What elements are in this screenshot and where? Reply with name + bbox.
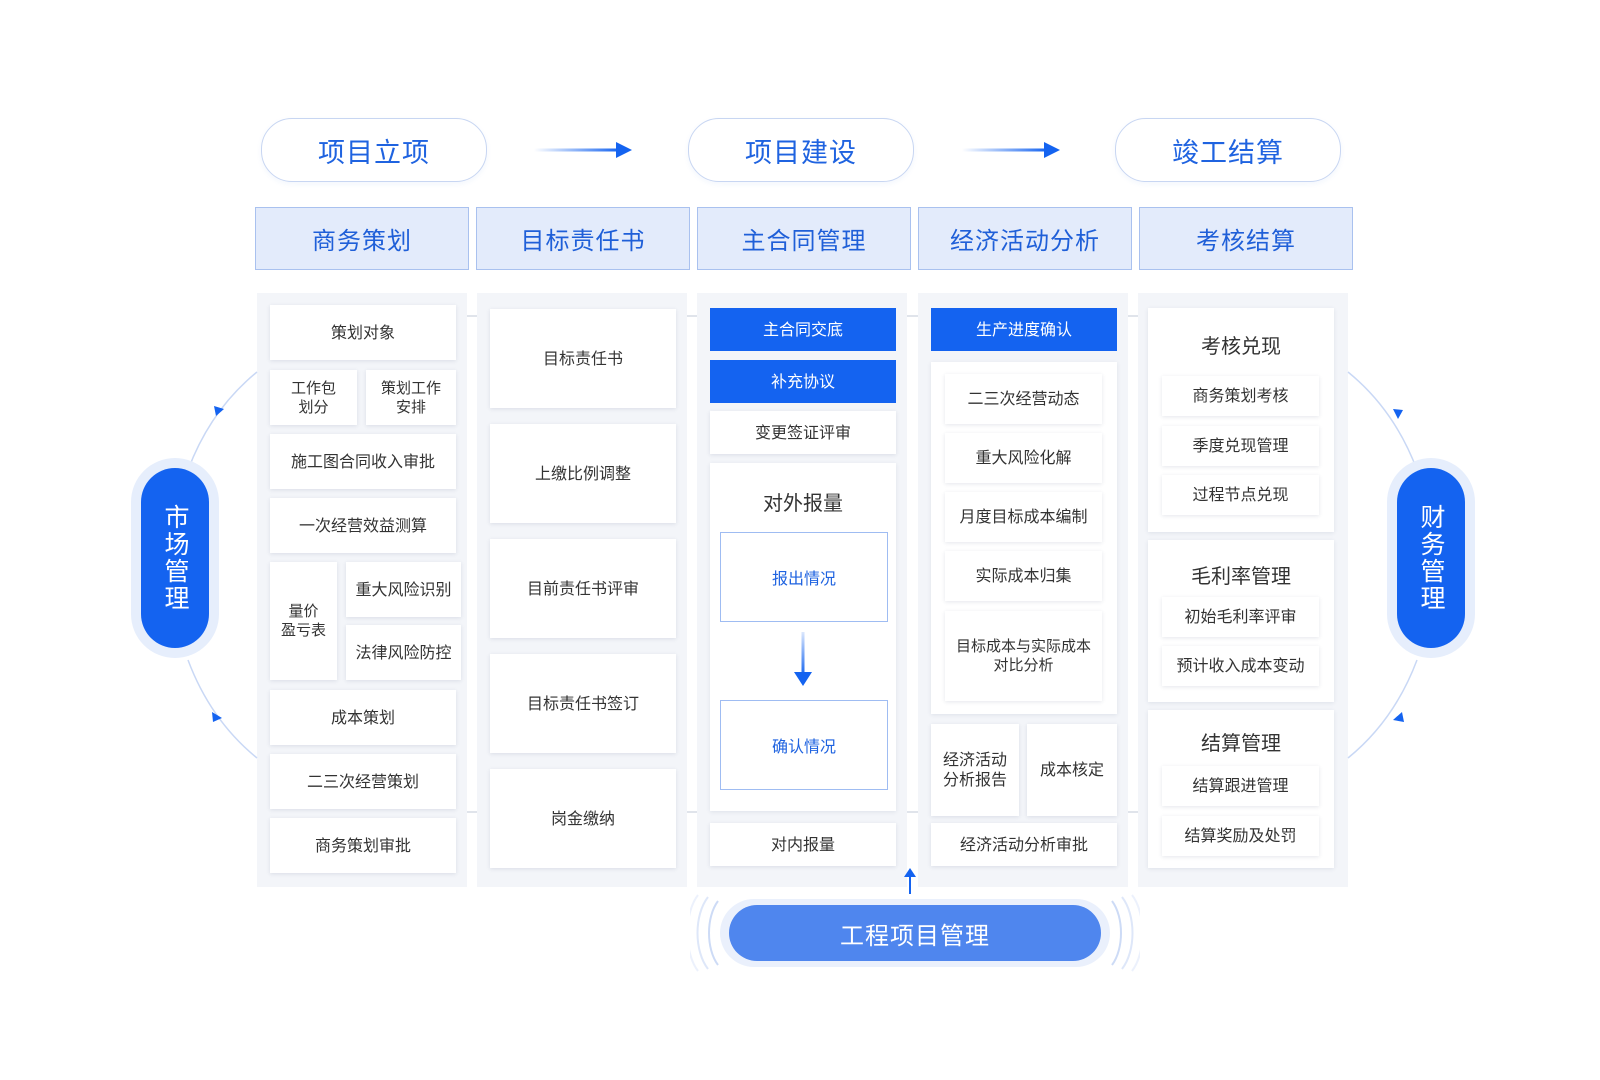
phase-project-initiation: 项目立项 xyxy=(261,118,487,182)
item-report-confirmed: 确认情况 xyxy=(720,700,888,790)
header-target-responsibility: 目标责任书 xyxy=(476,207,690,270)
item-secondary-planning: 二三次经营策划 xyxy=(270,754,456,809)
item-work-arrangement: 策划工作 安排 xyxy=(366,370,456,425)
header-assessment-settlement: 考核结算 xyxy=(1139,207,1353,270)
item-secondary-dynamics: 二三次经营动态 xyxy=(945,374,1102,424)
item-contract-handover: 主合同交底 xyxy=(710,308,896,351)
arc-arrow-icon xyxy=(212,712,222,722)
pill-engineering-project-management: 工程项目管理 xyxy=(729,905,1101,961)
item-cost-verification: 成本核定 xyxy=(1027,724,1117,816)
pill-market-management: 市场管理 xyxy=(141,468,209,648)
phase-completion-settlement: 竣工结算 xyxy=(1115,118,1341,182)
item-deposit-payment: 岗金缴纳 xyxy=(490,769,676,868)
arc-arrow-icon xyxy=(1393,712,1404,722)
item-settlement-reward: 结算奖励及处罚 xyxy=(1162,816,1319,856)
arc-arrow-icon xyxy=(214,406,224,416)
item-analysis-approval: 经济活动分析审批 xyxy=(931,823,1117,866)
group-title: 考核兑现 xyxy=(1201,334,1281,358)
group-title: 结算管理 xyxy=(1201,731,1281,755)
item-cost-comparison: 目标成本与实际成本 对比分析 xyxy=(945,611,1102,701)
item-settlement-tracking: 结算跟进管理 xyxy=(1162,766,1319,806)
up-arrow-icon xyxy=(904,868,916,894)
item-monthly-cost: 月度目标成本编制 xyxy=(945,492,1102,542)
item-progress-confirmation: 生产进度确认 xyxy=(931,308,1117,351)
item-quarterly-payout: 季度兑现管理 xyxy=(1162,426,1319,466)
item-supplementary-agreement: 补充协议 xyxy=(710,360,896,403)
right-arrow-icon xyxy=(534,142,632,158)
item-responsibility-signing: 目标责任书签订 xyxy=(490,654,676,753)
item-contract-income-approval: 施工图合同收入审批 xyxy=(270,434,456,489)
item-income-cost-change: 预计收入成本变动 xyxy=(1162,646,1319,686)
header-main-contract: 主合同管理 xyxy=(697,207,911,270)
item-planning-approval: 商务策划审批 xyxy=(270,818,456,873)
item-internal-report: 对内报量 xyxy=(710,823,896,866)
item-report-out: 报出情况 xyxy=(720,532,888,622)
item-profit-loss-table: 量价 盈亏表 xyxy=(270,562,337,680)
item-change-review: 变更签证评审 xyxy=(710,411,896,454)
item-legal-risk-control: 法律风险防控 xyxy=(346,625,461,680)
item-work-package: 工作包 划分 xyxy=(270,370,357,425)
down-arrow-icon xyxy=(794,632,812,686)
item-benefit-estimate: 一次经营效益测算 xyxy=(270,498,456,553)
panel-title: 对外报量 xyxy=(763,491,843,515)
item-node-payout: 过程节点兑现 xyxy=(1162,475,1319,515)
item-risk-resolution: 重大风险化解 xyxy=(945,433,1102,483)
item-planning-assessment: 商务策划考核 xyxy=(1162,376,1319,416)
header-business-planning: 商务策划 xyxy=(255,207,469,270)
item-planning-object: 策划对象 xyxy=(270,305,456,360)
right-arrow-icon xyxy=(962,142,1060,158)
pill-finance-management: 财务管理 xyxy=(1397,468,1465,648)
item-major-risk-identification: 重大风险识别 xyxy=(346,562,461,617)
item-responsibility-review: 目前责任书评审 xyxy=(490,539,676,638)
item-analysis-report: 经济活动 分析报告 xyxy=(931,724,1019,816)
item-actual-cost: 实际成本归集 xyxy=(945,551,1102,601)
item-target-responsibility: 目标责任书 xyxy=(490,309,676,408)
item-initial-margin: 初始毛利率评审 xyxy=(1162,597,1319,637)
item-ratio-adjustment: 上缴比例调整 xyxy=(490,424,676,523)
arc-arrow-icon xyxy=(1393,409,1403,419)
header-economic-analysis: 经济活动分析 xyxy=(918,207,1132,270)
item-cost-planning: 成本策划 xyxy=(270,690,456,745)
group-title: 毛利率管理 xyxy=(1191,564,1291,588)
phase-project-construction: 项目建设 xyxy=(688,118,914,182)
